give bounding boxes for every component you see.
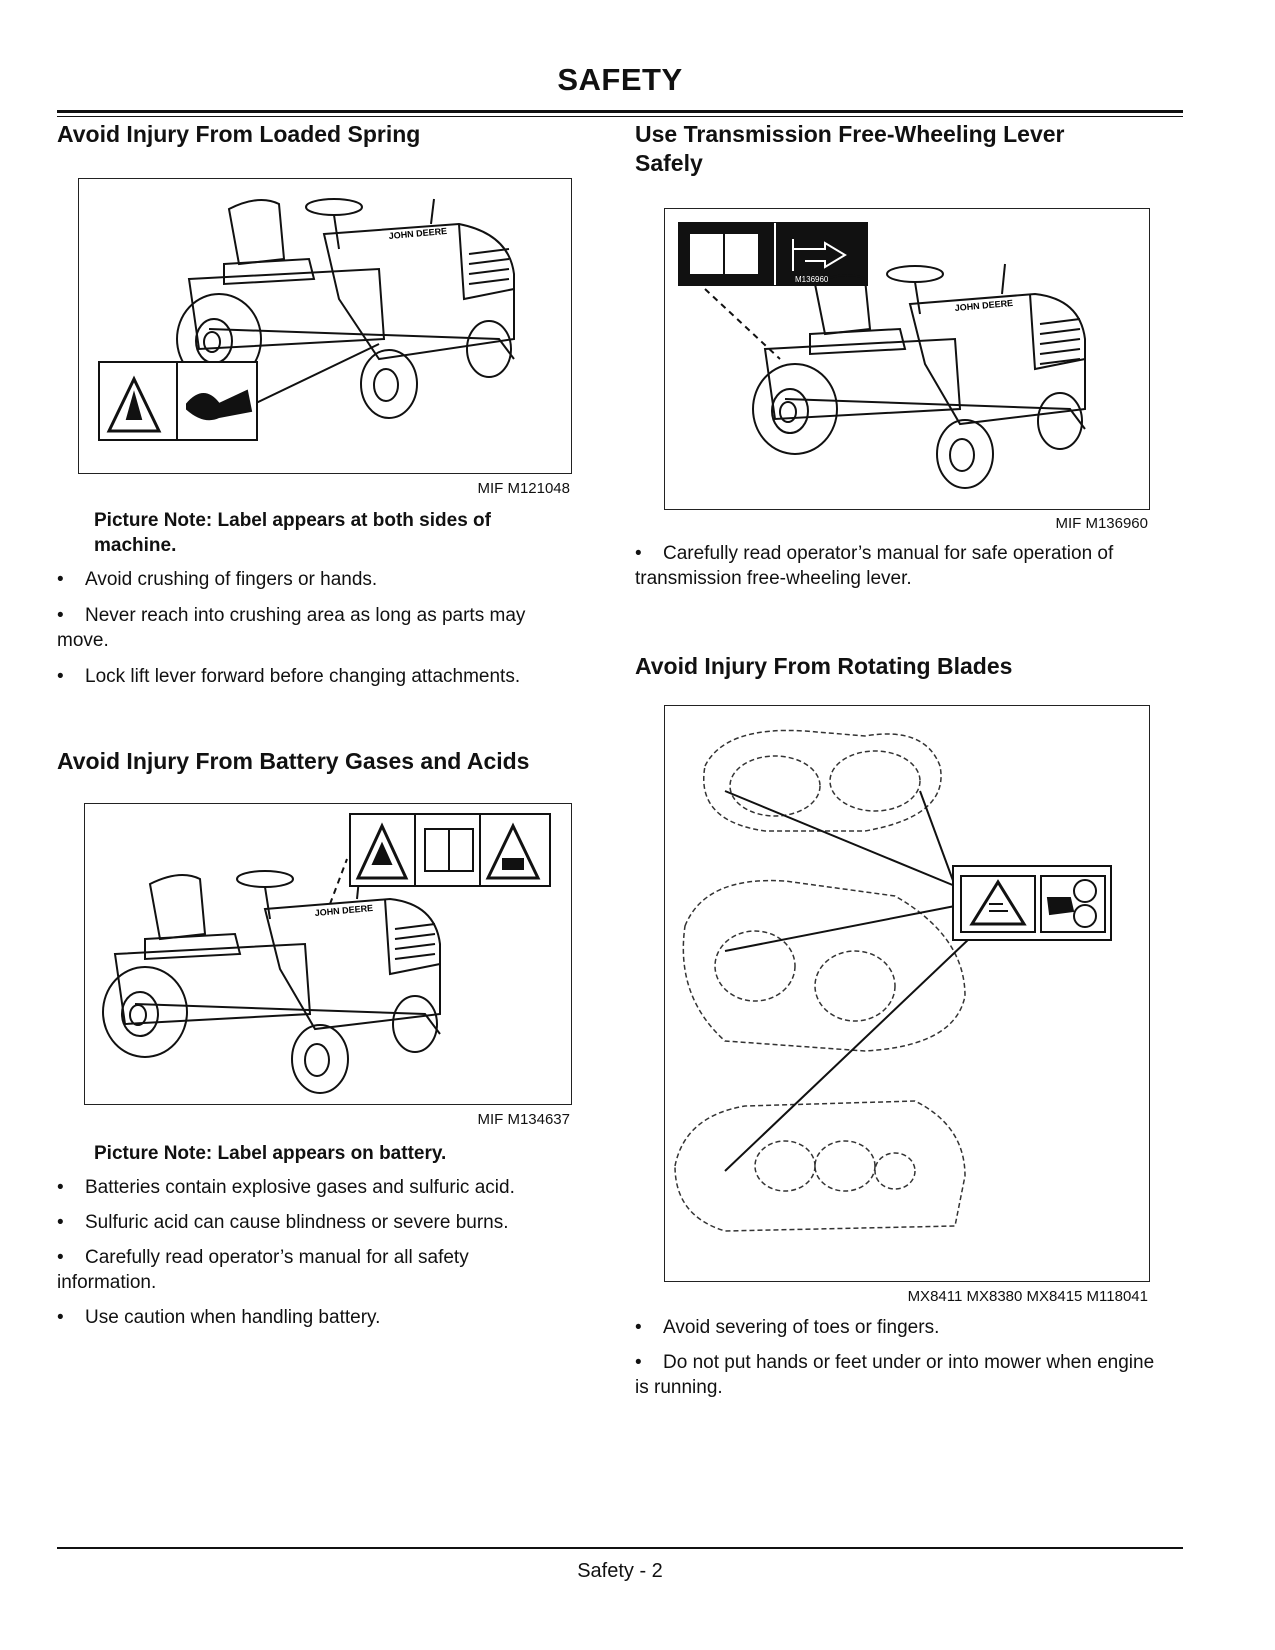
- figure-caption-freewheel: MIF M136960: [1055, 515, 1148, 532]
- figure-caption-battery: MIF M134637: [477, 1111, 570, 1128]
- section-heading-rotating-blades: Avoid Injury From Rotating Blades: [635, 653, 1013, 679]
- list-item: •Sulfuric acid can cause blindness or se…: [57, 1212, 509, 1233]
- list-item: •Do not put hands or feet under or into …: [635, 1352, 1155, 1398]
- header-rule-thin: [57, 116, 1183, 117]
- mower-deck-illustration: [674, 729, 1112, 1232]
- manual-label: [678, 222, 868, 286]
- section-heading-battery: Avoid Injury From Battery Gases and Acid…: [57, 748, 530, 774]
- figure-battery: JOHN DEERE: [84, 803, 572, 1105]
- label-code: M136960: [795, 275, 829, 284]
- list-item: •Carefully read operator’s manual for al…: [57, 1247, 469, 1293]
- section-heading-freewheel-line1: Use Transmission Free-Wheeling Lever: [635, 121, 1065, 147]
- warning-label: [98, 361, 258, 441]
- page-footer: Safety - 2: [577, 1560, 663, 1582]
- list-item: •Carefully read operator’s manual for sa…: [635, 543, 1114, 589]
- picture-note-battery: Picture Note: Label appears on battery.: [94, 1143, 447, 1164]
- blade-warning-label: [952, 865, 1112, 941]
- page-title: SAFETY: [557, 62, 683, 97]
- list-item: •Avoid severing of toes or fingers.: [635, 1317, 940, 1338]
- list-item: •Never reach into crushing area as long …: [57, 605, 526, 651]
- list-item: •Avoid crushing of fingers or hands.: [57, 569, 378, 590]
- lawn-tractor-illustration: JOHN DEERE: [98, 198, 515, 441]
- list-item: •Use caution when handling battery.: [57, 1307, 381, 1328]
- header-rule: [57, 110, 1183, 113]
- figure-caption-loaded-spring: MIF M121048: [477, 480, 570, 497]
- lawn-tractor-illustration: M136960 JOHN DEERE: [678, 222, 1086, 489]
- list-item: •Batteries contain explosive gases and s…: [57, 1177, 515, 1198]
- figure-caption-rotating-blades: MX8411 MX8380 MX8415 M118041: [907, 1288, 1148, 1305]
- figure-rotating-blades: [664, 705, 1150, 1282]
- section-heading-loaded-spring: Avoid Injury From Loaded Spring: [57, 121, 421, 147]
- list-item: •Lock lift lever forward before changing…: [57, 666, 521, 687]
- battery-warning-label: [349, 813, 551, 887]
- picture-note-loaded-spring: Picture Note: Label appears at both side…: [94, 510, 491, 556]
- figure-freewheel: M136960 JOHN DEERE: [664, 208, 1150, 510]
- lawn-tractor-illustration: JOHN DEERE: [102, 813, 551, 1094]
- figure-loaded-spring: JOHN DEERE: [78, 178, 572, 474]
- section-heading-freewheel-line2: Safely: [635, 150, 703, 176]
- footer-rule: [57, 1547, 1183, 1549]
